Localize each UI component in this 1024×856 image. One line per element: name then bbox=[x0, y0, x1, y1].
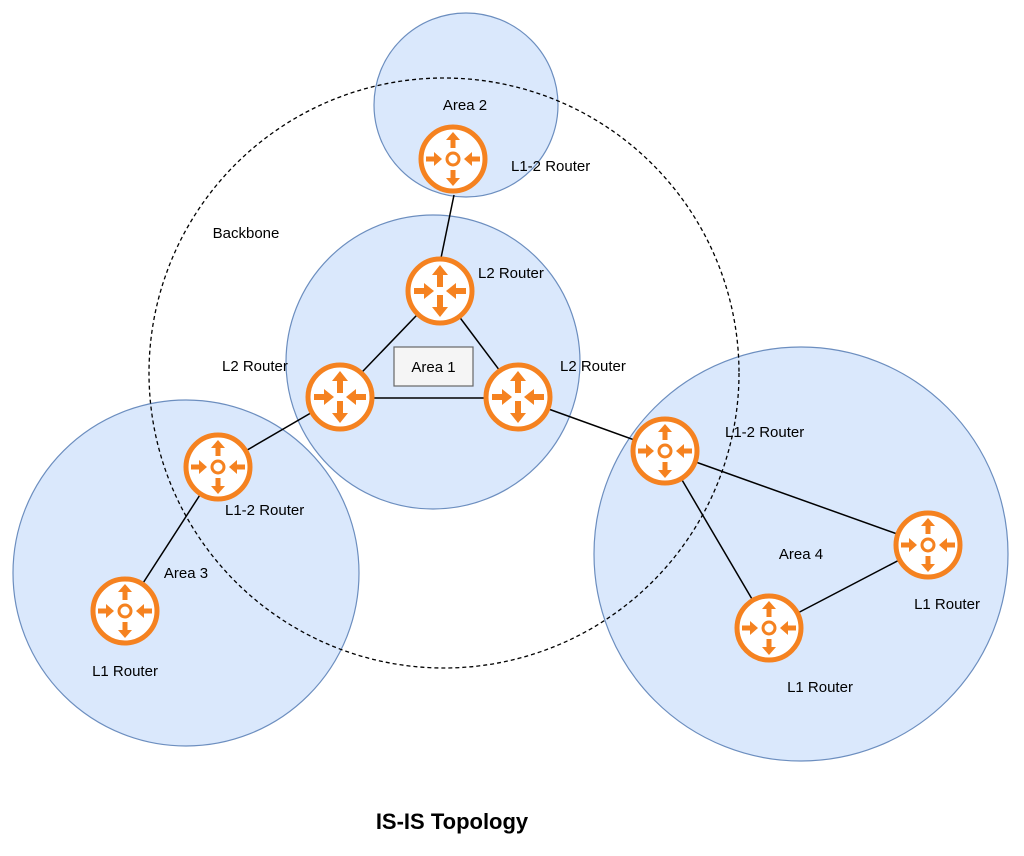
router-label: L1 Router bbox=[92, 663, 158, 680]
router-l1-icon bbox=[737, 596, 801, 660]
router-l12-icon bbox=[633, 419, 697, 483]
router-l2-icon bbox=[308, 365, 372, 429]
router-l2-icon bbox=[408, 259, 472, 323]
router-l1-icon bbox=[93, 579, 157, 643]
link-a2-a1top bbox=[440, 194, 455, 259]
area-1-box bbox=[393, 346, 474, 387]
area-3-label: Area 3 bbox=[164, 565, 208, 582]
router-label: L1 Router bbox=[914, 596, 980, 613]
area-3-circle bbox=[12, 399, 360, 747]
area-4-label: Area 4 bbox=[779, 546, 823, 563]
router-label: L2 Router bbox=[222, 358, 288, 375]
backbone-label: Backbone bbox=[213, 225, 280, 242]
area-1-label: Area 1 bbox=[411, 359, 455, 376]
diagram-title: IS-IS Topology bbox=[376, 809, 529, 834]
backbone-boundary bbox=[148, 77, 740, 669]
router-l2-icon bbox=[486, 365, 550, 429]
router-l12-icon bbox=[186, 435, 250, 499]
router-label: L2 Router bbox=[560, 358, 626, 375]
link-a4l12-a4l1right bbox=[664, 450, 929, 546]
router-label: L2 Router bbox=[478, 265, 544, 282]
router-label: L1 Router bbox=[787, 679, 853, 696]
router-label: L1-2 Router bbox=[725, 424, 804, 441]
router-l12-icon bbox=[421, 127, 485, 191]
router-label: L1-2 Router bbox=[225, 502, 304, 519]
router-label: L1-2 Router bbox=[511, 158, 590, 175]
router-l1-icon bbox=[896, 513, 960, 577]
area-2-label: Area 2 bbox=[443, 97, 487, 114]
